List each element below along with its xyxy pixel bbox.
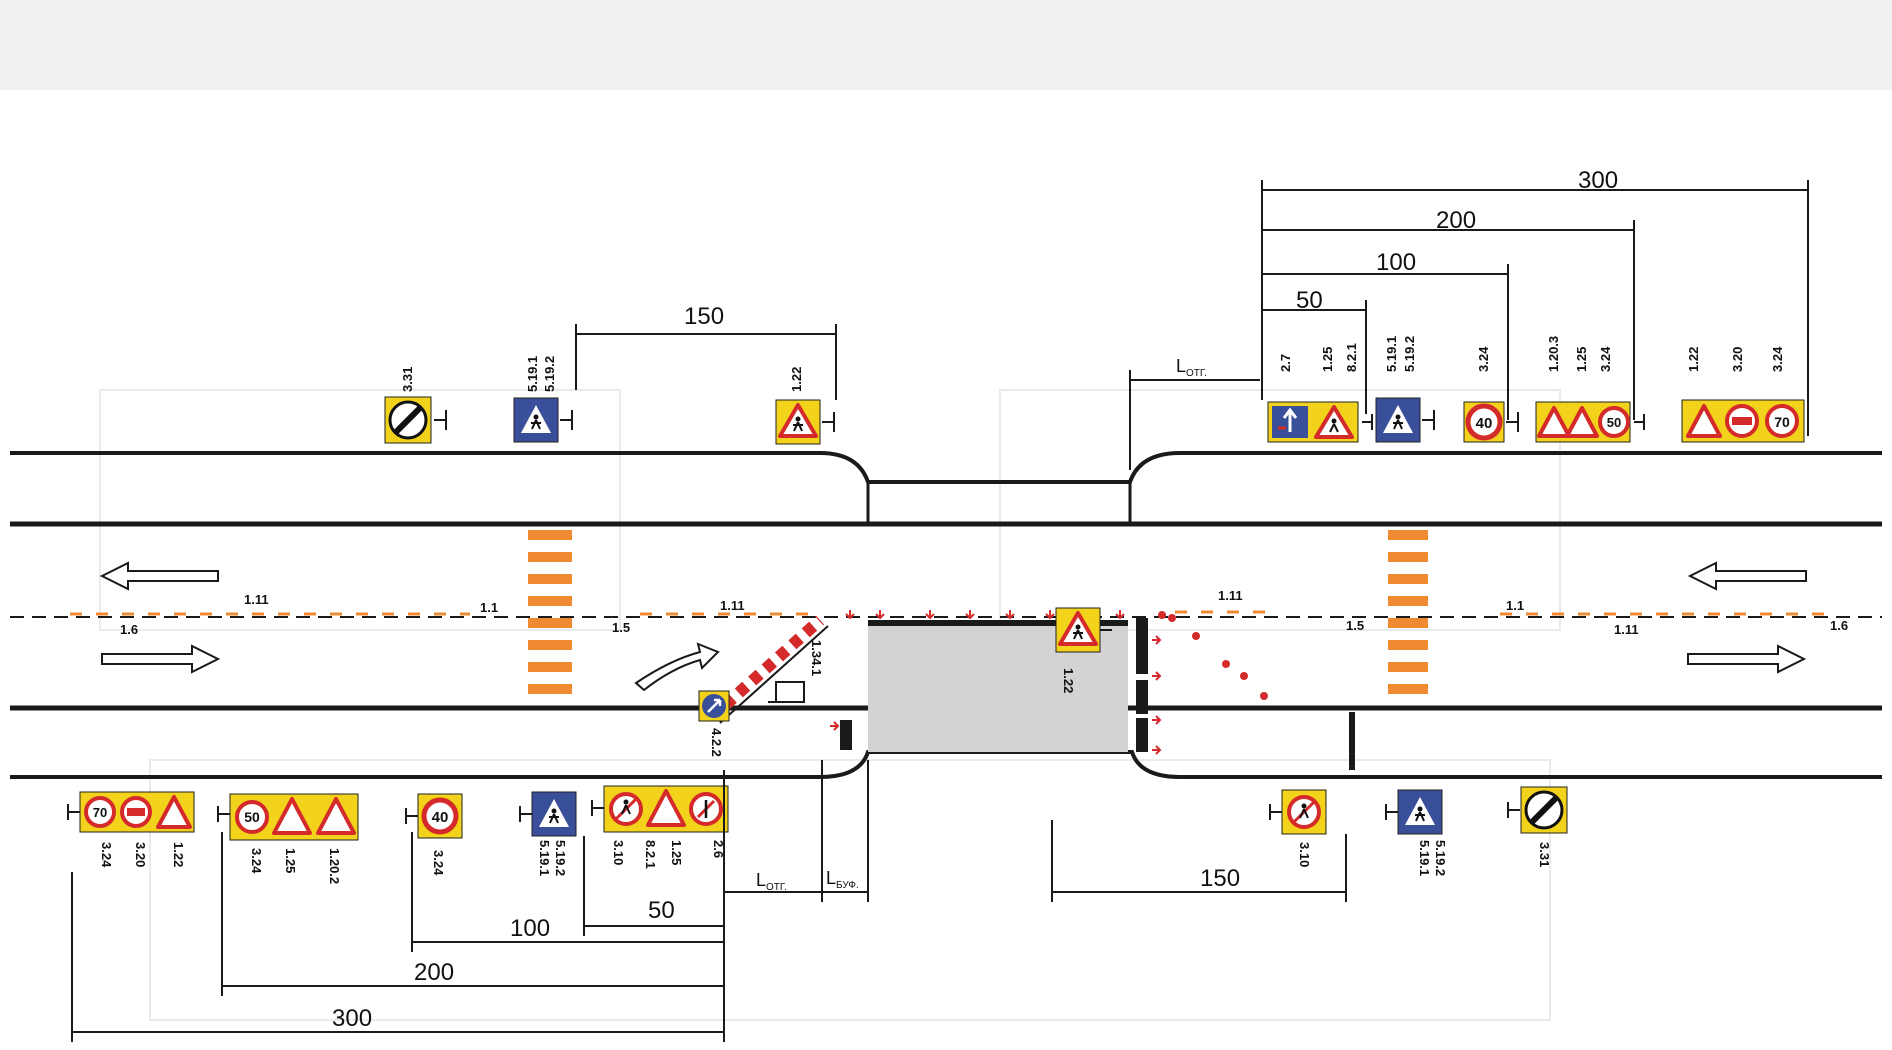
- top-sign-group-5-19: [513, 397, 573, 443]
- dimension-lines-top: [575, 180, 1809, 470]
- dim-50: 50: [1296, 287, 1323, 314]
- dim-200: 200: [414, 959, 454, 986]
- speed-limit-icon: 40: [1476, 415, 1493, 432]
- sign-4-2-2-label: 4.2.2: [709, 728, 724, 757]
- sign-code: 1.22: [789, 367, 804, 392]
- sign-code: 1.20.3: [1546, 336, 1561, 372]
- top-shading: [0, 0, 1892, 90]
- marking-1-11: 1.11: [244, 592, 269, 607]
- dim-300: 300: [332, 1005, 372, 1032]
- background-bleed: [99, 389, 1561, 1021]
- sign-code: 3.20: [133, 842, 148, 867]
- dim-100: 100: [1376, 249, 1416, 276]
- dim-l-otg: LОТГ.: [756, 870, 787, 893]
- speed-limit-icon: 50: [244, 809, 260, 825]
- marking-1-6: 1.6: [120, 622, 138, 637]
- sign-code: 1.25: [283, 848, 298, 873]
- bottom-sign-group-3-31: [1507, 787, 1567, 833]
- crosswalk-right: [1388, 530, 1428, 694]
- sign-code: 5.19.1: [1384, 336, 1399, 372]
- speed-limit-icon: 40: [432, 809, 449, 826]
- sign-code: 1.22: [1686, 347, 1701, 372]
- marking-1-5: 1.5: [1346, 618, 1364, 633]
- sign-code: 5.19.2: [1402, 336, 1417, 372]
- marking-1-5: 1.5: [612, 620, 630, 635]
- dim-300: 300: [1578, 167, 1618, 194]
- speed-limit-icon: 70: [93, 805, 107, 820]
- marking-1-6: 1.6: [1830, 618, 1848, 633]
- sign-code: 5.19.1: [525, 356, 540, 392]
- top-sign-group-3-31: [385, 397, 447, 443]
- dim-l-buf: LБУФ.: [826, 868, 859, 891]
- sign-code: 3.24: [1598, 346, 1613, 372]
- sign-code: 2.6: [711, 840, 726, 858]
- crosswalk-left: [528, 530, 572, 694]
- sign-code: 1.25: [1574, 347, 1589, 372]
- sign-code: 1.25: [669, 840, 684, 865]
- sign-code: 1.20.2: [327, 848, 342, 884]
- sign-code: 8.2.1: [1344, 343, 1359, 372]
- marking-1-11: 1.11: [1218, 588, 1243, 603]
- speed-limit-icon: 70: [1774, 414, 1790, 430]
- marking-1-11: 1.11: [1614, 622, 1639, 637]
- barrier-1-34-1-label: 1.34.1: [809, 640, 824, 676]
- warning-lamps: [830, 610, 1162, 755]
- sign-code: 3.24: [249, 848, 264, 874]
- sign-code: 5.19.1: [1417, 840, 1432, 876]
- bottom-sign-group-3-24-single: 40: [405, 793, 463, 839]
- sign-code: 3.31: [1537, 842, 1552, 867]
- top-sign-group-1-22-right: 70: [1681, 399, 1805, 443]
- sign-code: 3.31: [400, 367, 415, 392]
- sign-code: 5.19.2: [553, 840, 568, 876]
- sign-code: 2.7: [1278, 354, 1293, 372]
- dim-150: 150: [684, 303, 724, 330]
- sign-code: 3.20: [1730, 347, 1745, 372]
- sign-code: 3.10: [611, 840, 626, 865]
- road-marking-labels: 1.11 1.1 1.11 1.11 1.1 1.11 1.6 1.6 1.5 …: [120, 588, 1848, 757]
- bottom-sign-group-1-20-2: 50: [217, 793, 359, 841]
- marking-1-1: 1.1: [1506, 598, 1524, 613]
- sign-code: 3.10: [1297, 842, 1312, 867]
- top-sign-group-5-19-right: [1375, 397, 1435, 443]
- red-cones: [1158, 611, 1268, 700]
- sign-code: 1.25: [1320, 347, 1335, 372]
- dim-200: 200: [1436, 207, 1476, 234]
- sign-code: 3.24: [431, 850, 446, 876]
- dimension-lines-bottom: [71, 760, 1347, 1042]
- marking-1-1: 1.1: [480, 600, 498, 615]
- bottom-sign-group-5-19-right: [1385, 789, 1443, 835]
- bottom-sign-group-3-10-right: [1269, 789, 1327, 835]
- sign-code: 5.19.1: [537, 840, 552, 876]
- dim-100: 100: [510, 915, 550, 942]
- bottom-sign-group-3-24: 70: [67, 791, 195, 833]
- bottom-sign-group-5-19: [519, 791, 577, 837]
- sign-code: 8.2.1: [643, 840, 658, 869]
- sign-code: 3.24: [1770, 346, 1785, 372]
- bottom-sign-group-3-10: [591, 785, 729, 833]
- centre-markings: [10, 610, 1882, 618]
- sign-code: 5.19.2: [542, 356, 557, 392]
- work-zone-pedestrian-sign: [1054, 606, 1102, 654]
- top-sign-group-1-22: [774, 398, 835, 446]
- sign-code: 1.22: [171, 842, 186, 867]
- dim-l-otg: LОТГ.: [1176, 356, 1207, 379]
- sign-code: 3.24: [1476, 346, 1491, 372]
- marking-1-11: 1.11: [720, 598, 745, 613]
- dim-50: 50: [648, 897, 675, 924]
- sign-4-2-2: [698, 690, 730, 722]
- top-sign-group-2-7: [1267, 401, 1373, 443]
- top-sign-group-1-20-3: 50: [1535, 401, 1645, 443]
- sign-1-22-label: 1.22: [1061, 668, 1076, 693]
- speed-limit-icon: 50: [1607, 415, 1621, 430]
- sign-code: 5.19.2: [1433, 840, 1448, 876]
- direction-arrows: [99, 561, 1807, 692]
- dim-150: 150: [1200, 865, 1240, 892]
- sign-code: 3.24: [99, 842, 114, 868]
- top-sign-group-3-24: 40: [1463, 401, 1519, 443]
